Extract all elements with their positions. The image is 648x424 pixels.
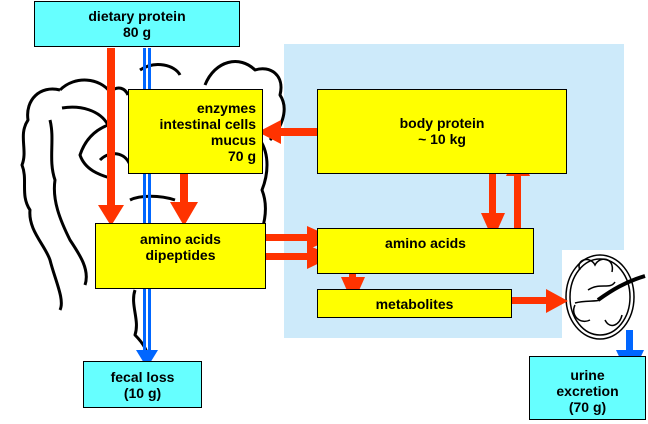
kidney-icon (562, 250, 646, 342)
arrow-diet-to-gut-head (98, 205, 124, 226)
endogenous-mucus: mucus (210, 131, 256, 148)
urine-label: urine (570, 367, 605, 383)
endogenous-protein-box: enzymes intestinal cells mucus 70 g (128, 89, 263, 174)
fecal-loss-label: fecal loss (110, 368, 175, 385)
arrow-diet-to-gut (107, 48, 115, 206)
arrow-breakdown (489, 152, 496, 218)
fecal-loss-box: fecal loss (10 g) (83, 361, 202, 408)
gut-amino-acids-box: amino acids dipeptides (95, 223, 266, 289)
dietary-protein-amount: 80 g (122, 24, 151, 40)
arrow-body-to-endo (280, 128, 333, 136)
arrow-synthesis (514, 172, 521, 238)
arrow-endo-to-gut-head (170, 202, 198, 226)
body-protein-label: body protein (399, 115, 485, 131)
body-amino-acids-label: amino acids (385, 235, 466, 251)
fecal-loss-arrow (136, 48, 158, 368)
arrow-absorb-2 (240, 253, 310, 260)
metabolites-label: metabolites (375, 295, 454, 312)
urine-excretion-box: urine excretion (70 g) (529, 356, 646, 420)
gut-dipeptides-label: dipeptides (145, 247, 216, 263)
endogenous-amount: 70 g (227, 147, 256, 164)
excretion-label: excretion (556, 383, 619, 399)
urine-amount: (70 g) (568, 399, 607, 415)
fecal-loss-amount: (10 g) (123, 384, 162, 401)
dietary-protein-label: dietary protein (88, 8, 186, 24)
body-protein-box: body protein ~ 10 kg (317, 89, 567, 174)
metabolites-box: metabolites (317, 289, 512, 318)
dietary-protein-box: dietary protein 80 g (34, 1, 240, 47)
body-amino-acids-box: amino acids (317, 228, 534, 274)
arrow-endo-to-gut (180, 173, 188, 203)
arrow-body-to-endo-head (258, 120, 281, 144)
arrow-to-kidney (496, 297, 548, 304)
gut-amino-acids-label: amino acids (140, 231, 221, 247)
endogenous-intestinal-cells: intestinal cells (159, 115, 256, 132)
body-protein-amount: ~ 10 kg (418, 131, 466, 147)
endogenous-enzymes: enzymes (196, 99, 256, 116)
arrow-absorb-1 (240, 234, 310, 241)
flow-arrows (98, 48, 568, 313)
